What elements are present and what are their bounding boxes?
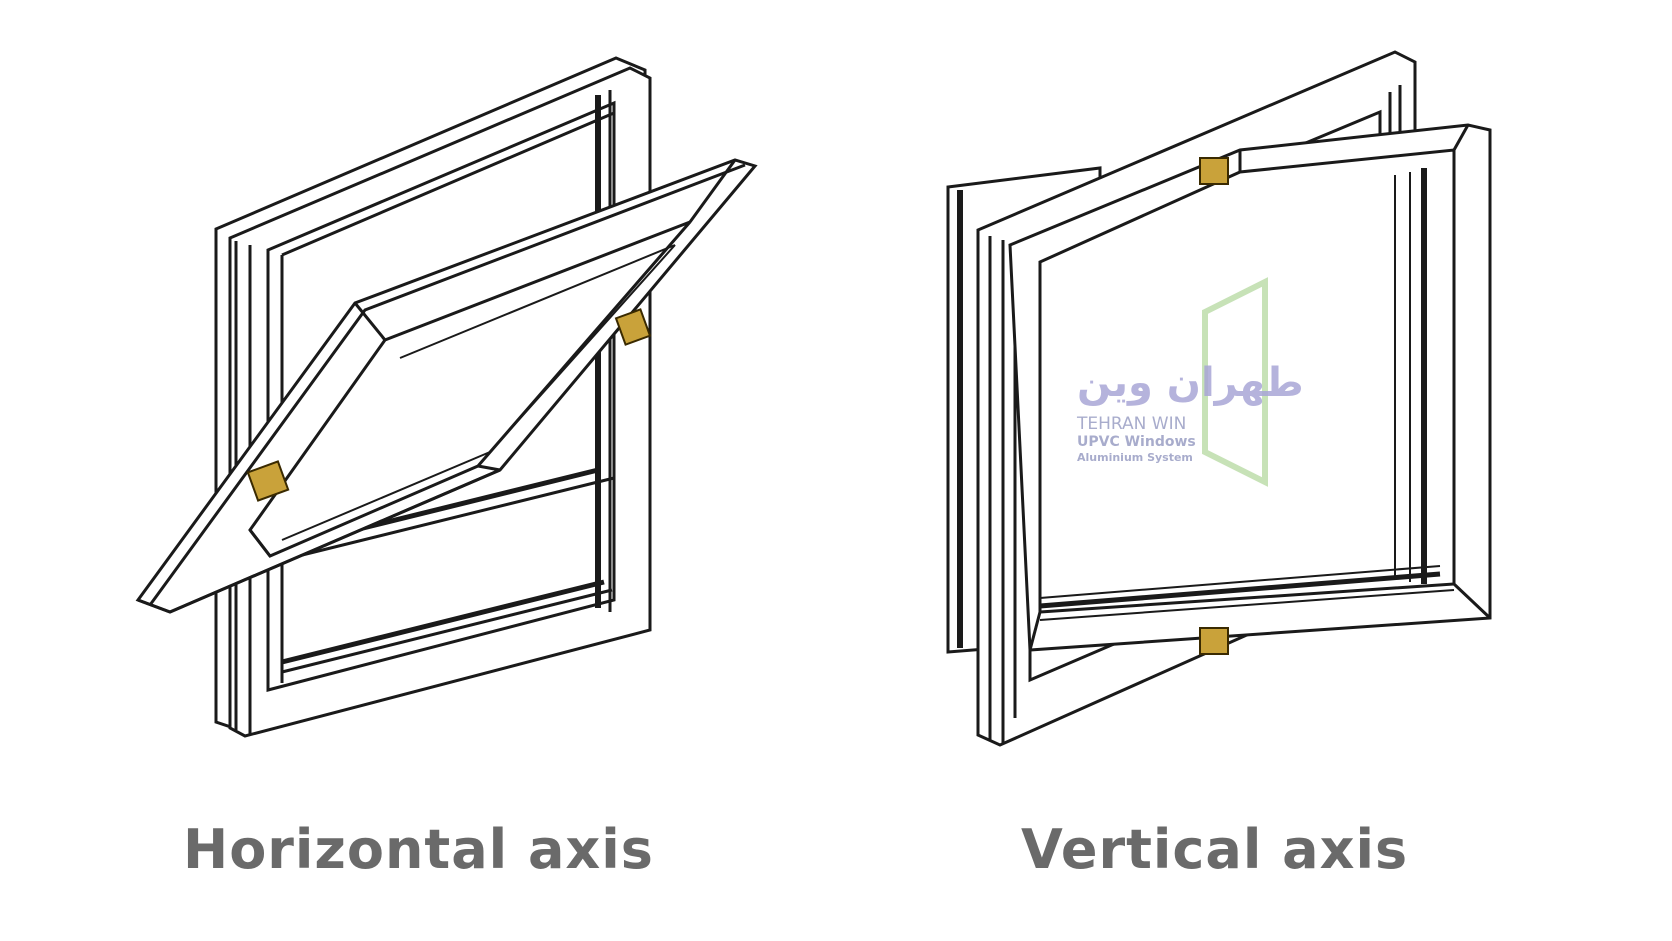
watermark-brand-fa: طهران وین [1077,360,1304,406]
watermark: طهران وین TEHRAN WIN UPVC Windows Alumin… [1075,270,1345,485]
left-hinge-icon [246,460,290,502]
horizontal-axis-window [135,56,758,738]
watermark-line1: UPVC Windows [1077,434,1196,450]
watermark-line2: Aluminium System [1077,451,1193,464]
top-hinge-icon [1199,157,1229,185]
watermark-brand-en: TEHRAN WIN [1077,414,1187,434]
watermark-logo [1202,277,1268,487]
caption-horizontal-axis: Horizontal axis [183,818,654,881]
bottom-hinge-icon [1199,627,1229,655]
opened-sash-inner [1038,148,1456,614]
right-hinge-icon [614,308,652,346]
caption-vertical-axis: Vertical axis [1021,818,1409,881]
